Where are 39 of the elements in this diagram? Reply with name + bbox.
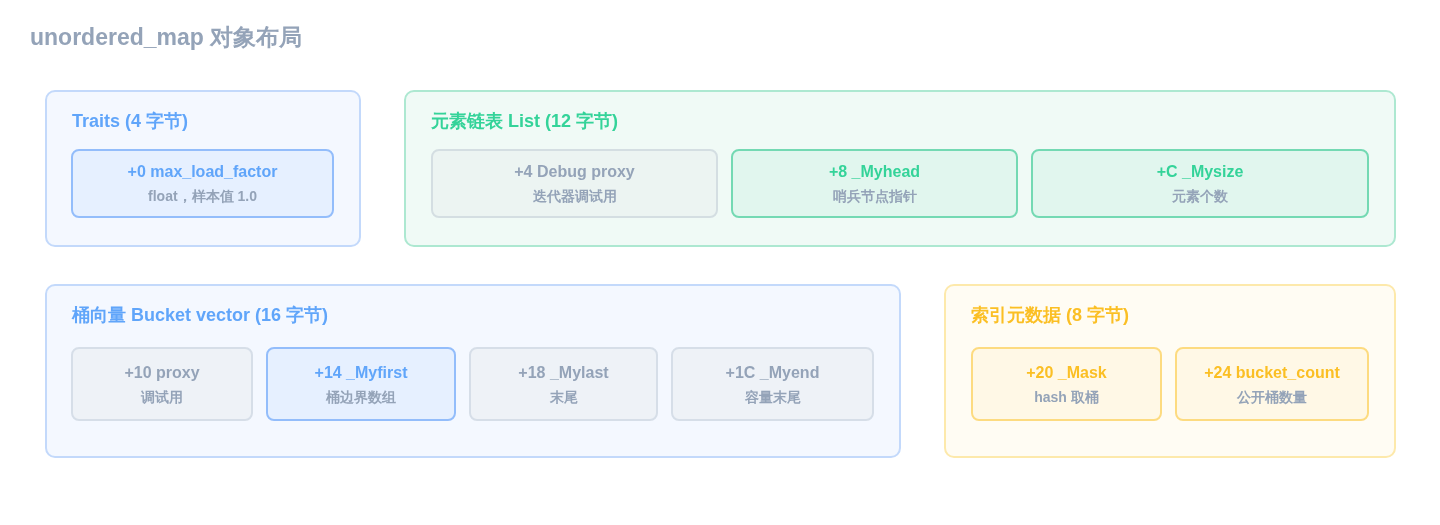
group-heading: 索引元数据 (8 字节) — [971, 304, 1129, 327]
field-card — [71, 149, 334, 218]
field-name: +24 bucket_count — [1204, 362, 1340, 383]
field-description: hash 取桶 — [1034, 387, 1099, 406]
field-description: 元素个数 — [1172, 187, 1228, 205]
field-name: +0 max_load_factor — [127, 162, 278, 182]
field-name: +10 proxy — [124, 362, 200, 383]
field-description: 桶边界数组 — [326, 387, 396, 406]
field-card — [971, 347, 1162, 421]
field-card — [71, 347, 253, 421]
diagram-title: unordered_map 对象布局 — [30, 23, 303, 52]
group-panel — [404, 90, 1396, 247]
group-heading: 桶向量 Bucket vector (16 字节) — [72, 304, 329, 327]
field-description: 迭代器调试用 — [532, 187, 617, 205]
field-name: +18 _Mylast — [518, 362, 609, 383]
group-panel — [944, 284, 1396, 458]
field-name: +1C _Myend — [725, 362, 820, 383]
field-card — [731, 149, 1018, 218]
field-description: 容量末尾 — [744, 387, 801, 406]
group-heading: 元素链表 List (12 字节) — [431, 110, 618, 133]
field-name: +C _Mysize — [1156, 162, 1244, 182]
field-description: 哨兵节点指针 — [832, 187, 917, 205]
field-name: +14 _Myfirst — [314, 362, 408, 383]
field-card — [1031, 149, 1369, 218]
field-description: 公开桶数量 — [1237, 387, 1307, 406]
group-panel — [45, 90, 361, 247]
field-name: +20 _Mask — [1026, 362, 1107, 383]
field-description: 末尾 — [549, 387, 578, 406]
field-card — [671, 347, 874, 421]
field-card — [1175, 347, 1369, 421]
field-card — [266, 347, 456, 421]
field-name: +4 Debug proxy — [514, 162, 635, 182]
field-description: 调试用 — [141, 387, 183, 406]
field-card — [469, 347, 658, 421]
field-description: float，样本值 1.0 — [148, 187, 257, 205]
group-panel — [45, 284, 901, 458]
field-name: +8 _Myhead — [828, 162, 921, 182]
field-card — [431, 149, 718, 218]
group-heading: Traits (4 字节) — [72, 110, 189, 133]
